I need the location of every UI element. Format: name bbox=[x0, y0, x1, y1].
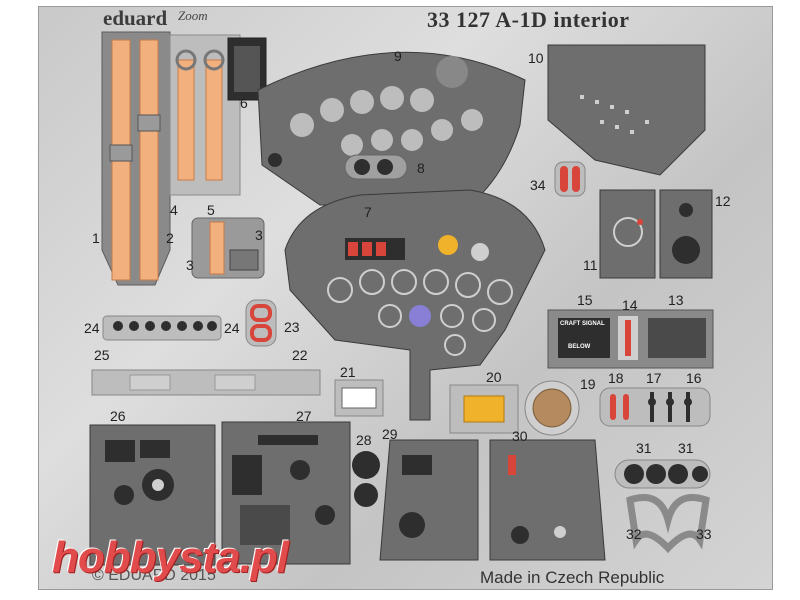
part-22-25-rails bbox=[91, 369, 321, 396]
part-number: 10 bbox=[528, 50, 544, 66]
part-number: 7 bbox=[364, 204, 372, 220]
part-number: 21 bbox=[340, 364, 356, 380]
part-number: 6 bbox=[240, 95, 248, 111]
placard-line-1: CRAFT SIGNAL bbox=[560, 321, 605, 327]
part-number: 9 bbox=[394, 48, 402, 64]
part-number: 31 bbox=[636, 440, 652, 456]
part-8-switch-plate bbox=[344, 154, 408, 180]
part-number: 13 bbox=[668, 292, 684, 308]
part-number: 23 bbox=[284, 319, 300, 335]
part-number: 26 bbox=[110, 408, 126, 424]
part-number: 33 bbox=[696, 526, 712, 542]
watermark-text: hobbysta.pl bbox=[52, 533, 289, 582]
part-number: 24 bbox=[84, 320, 100, 336]
made-in-text: Made in Czech Republic bbox=[480, 568, 665, 587]
part-24-knob-strip bbox=[102, 315, 222, 341]
part-number: 5 bbox=[207, 202, 215, 218]
part-number: 25 bbox=[94, 347, 110, 363]
part-number: 19 bbox=[580, 376, 596, 392]
part-number: 32 bbox=[626, 526, 642, 542]
part-7-main-panel bbox=[284, 189, 546, 421]
part-10-side-panel bbox=[547, 44, 706, 176]
part-number: 3 bbox=[255, 227, 263, 243]
part-number: 14 bbox=[622, 297, 638, 313]
part-number: 8 bbox=[417, 160, 425, 176]
part-number: 17 bbox=[646, 370, 662, 386]
part-number: 29 bbox=[382, 426, 398, 442]
part-11-panel bbox=[599, 189, 656, 279]
part-19-round-plate bbox=[524, 380, 580, 436]
part-number: 2 bbox=[166, 230, 174, 246]
part-number: 4 bbox=[170, 202, 178, 218]
part-number: 1 bbox=[92, 230, 100, 246]
part-number: 31 bbox=[678, 440, 694, 456]
part-1-2-harness-frame bbox=[101, 31, 171, 286]
part-number: 34 bbox=[530, 177, 546, 193]
part-31-dials bbox=[614, 459, 711, 489]
placard-line-2: BELOW bbox=[568, 344, 591, 350]
sheet-title: 33 127 A-1D interior bbox=[427, 7, 630, 32]
part-21-grille bbox=[334, 379, 384, 417]
part-16-18-levers bbox=[599, 387, 711, 427]
part-3-5-buckles bbox=[191, 217, 265, 279]
copyright-text: © EDUARD 2015 bbox=[92, 567, 216, 584]
part-number: 16 bbox=[686, 370, 702, 386]
part-12-panel bbox=[659, 189, 713, 279]
brand-logo: eduard bbox=[103, 6, 168, 30]
part-29-console bbox=[379, 439, 479, 561]
part-number: 3 bbox=[186, 257, 194, 273]
part-27-panel bbox=[221, 421, 351, 565]
part-number: 27 bbox=[296, 408, 312, 424]
part-32-33-yokes bbox=[626, 494, 710, 554]
part-number: 22 bbox=[292, 347, 308, 363]
part-9-instrument-panel bbox=[257, 51, 526, 206]
part-number: 30 bbox=[512, 428, 528, 444]
part-34-red-lamps bbox=[554, 161, 586, 197]
brand-sub-logo: Zoom bbox=[178, 8, 208, 23]
part-number: 24 bbox=[224, 320, 240, 336]
part-28-dials bbox=[352, 451, 380, 507]
part-13-15-console bbox=[547, 309, 714, 369]
part-number: 18 bbox=[608, 370, 624, 386]
part-number: 11 bbox=[583, 257, 598, 273]
part-26-panel bbox=[89, 424, 216, 566]
part-4-harness bbox=[169, 34, 241, 196]
part-23-red-bracket bbox=[245, 299, 277, 347]
part-number: 20 bbox=[486, 369, 502, 385]
part-number: 28 bbox=[356, 432, 372, 448]
part-number: 12 bbox=[715, 193, 731, 209]
part-20-yellow-panel bbox=[449, 384, 519, 434]
part-30-console bbox=[489, 439, 606, 561]
part-number: 15 bbox=[577, 292, 593, 308]
